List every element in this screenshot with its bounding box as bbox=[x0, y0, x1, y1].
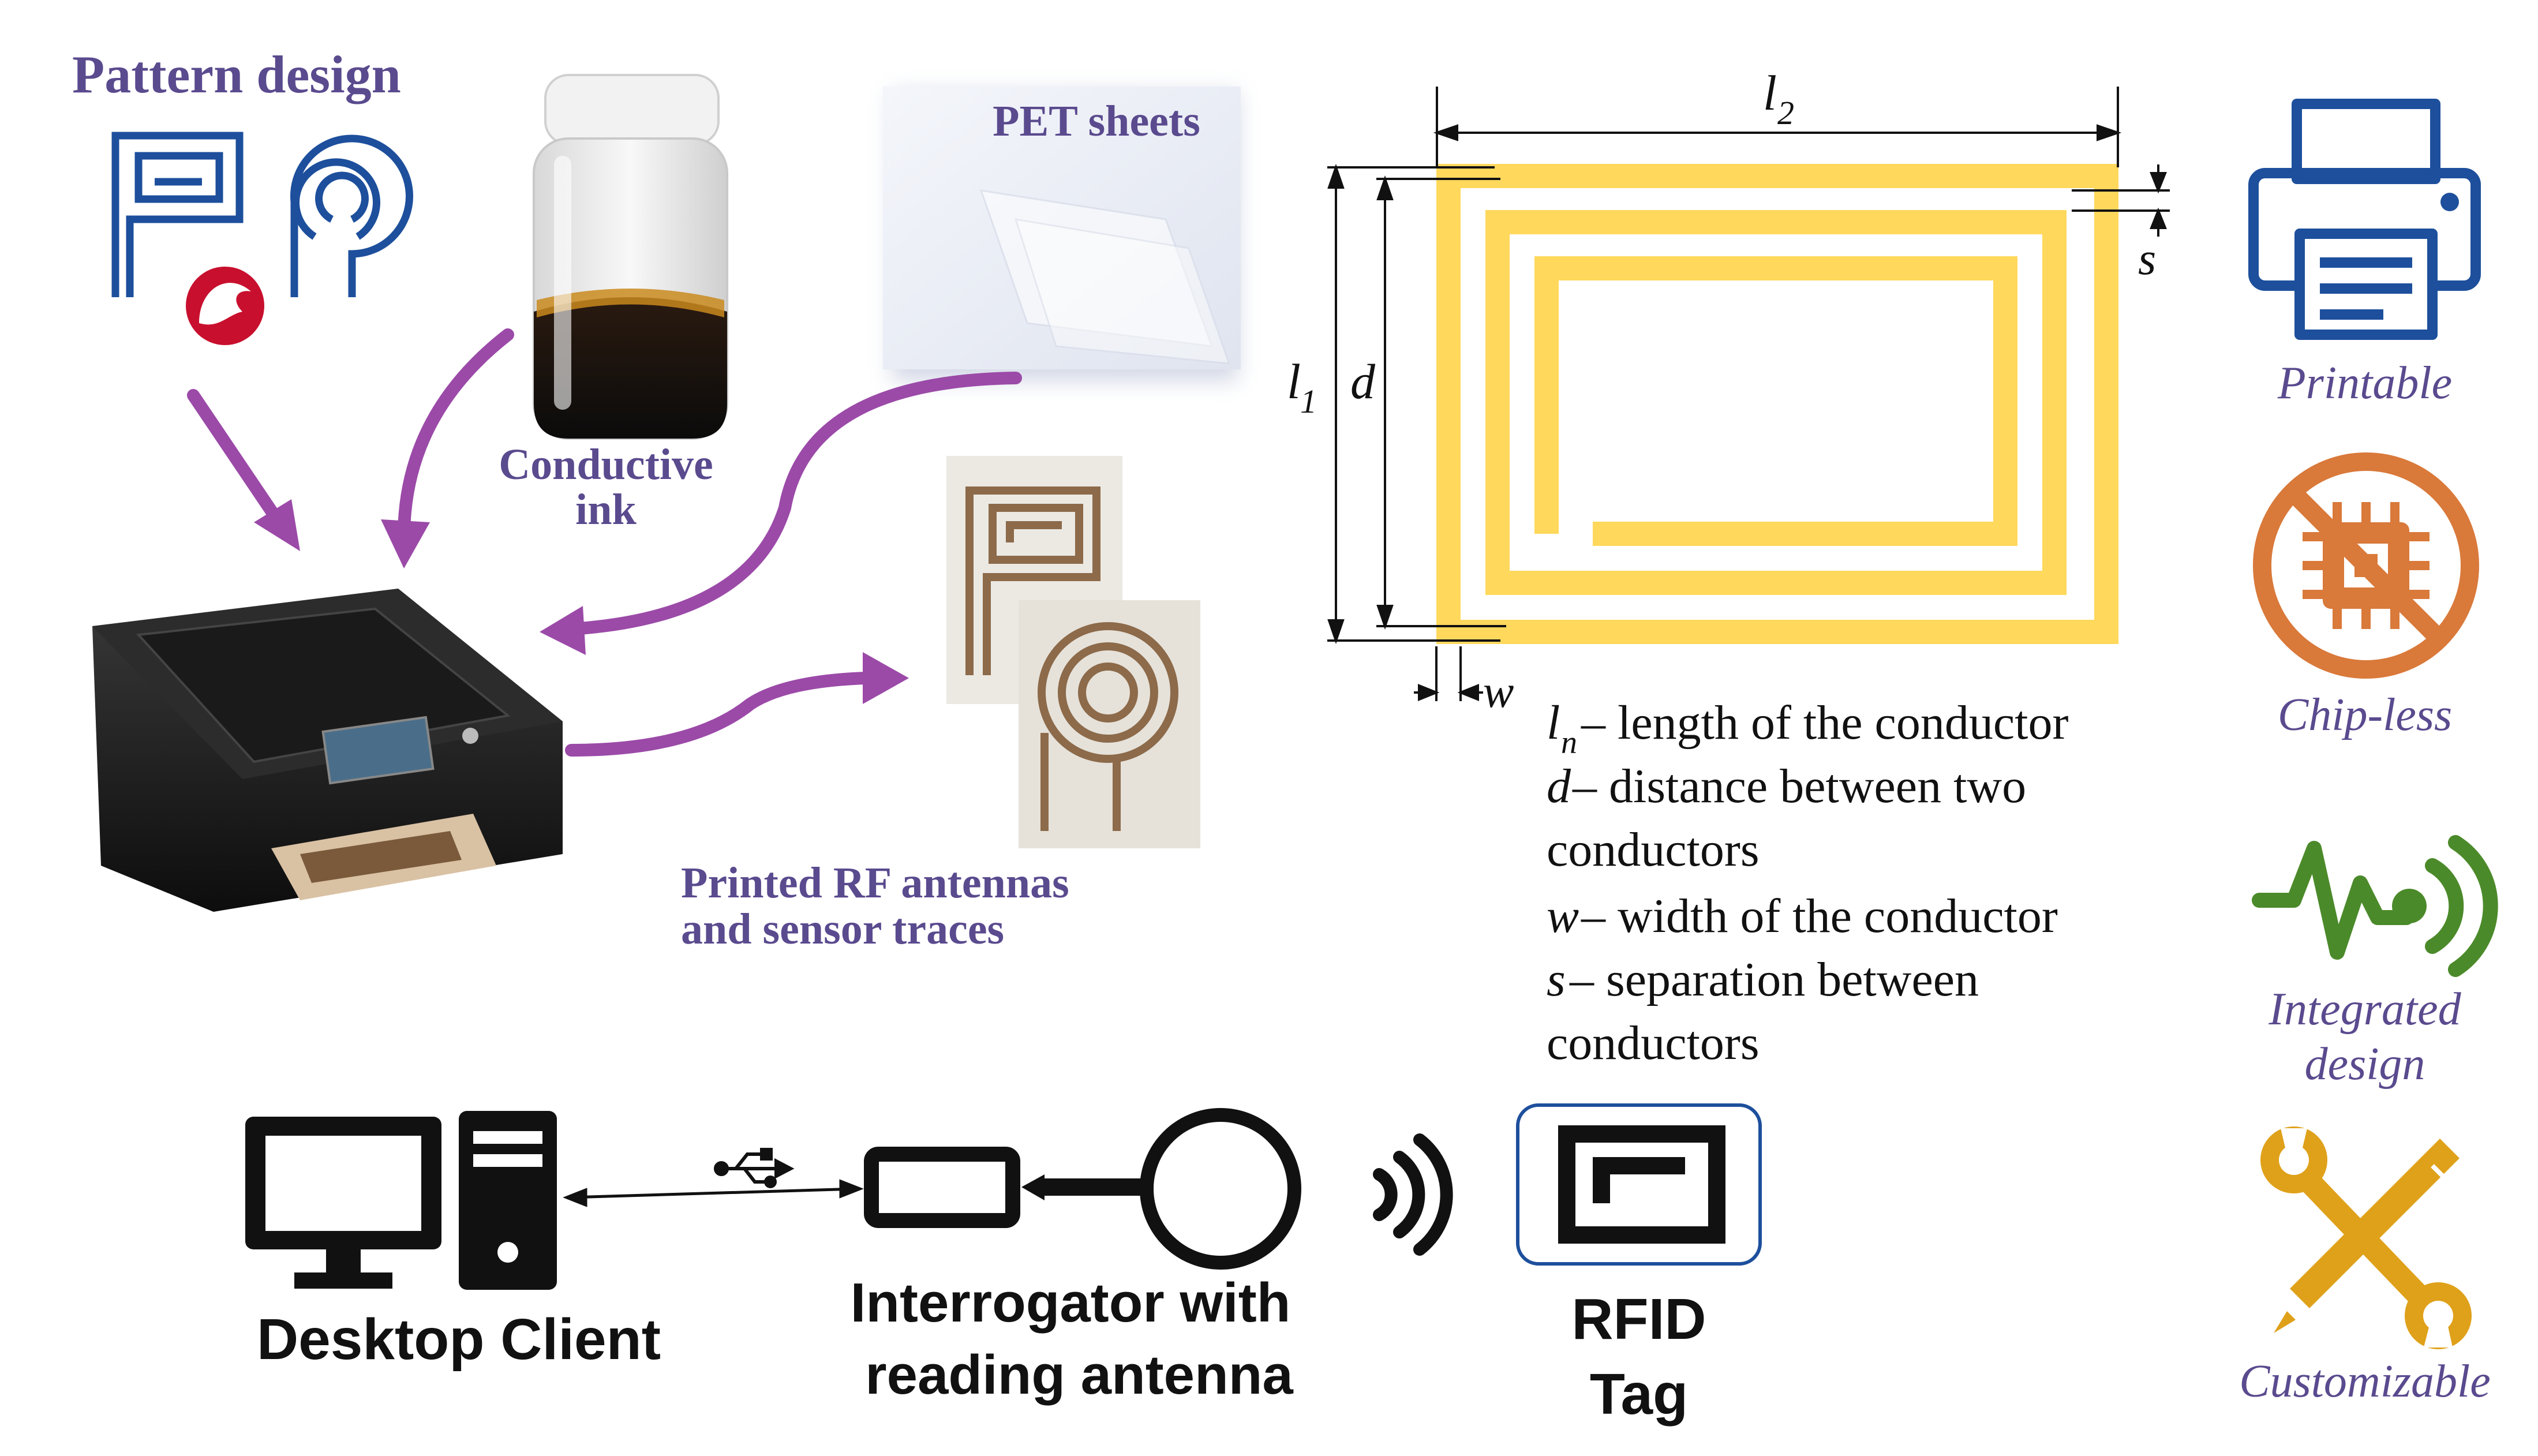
legend-d-text: – distance between two bbox=[1572, 759, 2026, 813]
pet-sheets-image bbox=[883, 87, 1241, 381]
crossed-chip-icon bbox=[2253, 452, 2479, 679]
antenna-geometry-diagram: l 2 l 1 d s w bbox=[1287, 65, 2170, 717]
usb-icon bbox=[714, 1148, 795, 1188]
arrow-printer-to-output bbox=[565, 672, 872, 757]
rfid-tag-icon bbox=[1516, 1103, 1762, 1266]
printed-output-label-line1: Printed RF antennas bbox=[681, 859, 1069, 907]
interrogator-device-icon bbox=[864, 1108, 1301, 1270]
pet-sheets-label: PET sheets bbox=[993, 97, 1200, 145]
integrated-signal-icon bbox=[2252, 835, 2498, 977]
arrow-design-to-printer bbox=[187, 389, 283, 526]
square-spiral-antenna bbox=[1436, 164, 2118, 644]
w-symbol: w bbox=[1483, 667, 1514, 717]
wireless-waves-icon bbox=[1373, 1133, 1453, 1256]
legend-ln-subscript: n bbox=[1561, 725, 1577, 761]
design-software-logo-icon bbox=[186, 267, 264, 345]
legend-s-text: – separation between bbox=[1569, 953, 1979, 1006]
l1-subscript: 1 bbox=[1300, 383, 1317, 420]
pattern-design-group: Pattern design bbox=[72, 45, 413, 345]
l2-subscript: 2 bbox=[1777, 94, 1794, 132]
feature-printable: Printable bbox=[2277, 358, 2452, 409]
legend-ln-text: – length of the conductor bbox=[1581, 696, 2068, 750]
s-symbol: s bbox=[2138, 234, 2156, 285]
printer-icon-dot bbox=[2440, 193, 2459, 211]
legend-ln-symbol: l bbox=[1547, 696, 1560, 750]
interrogator-label-line2: reading antenna bbox=[865, 1344, 1293, 1406]
conductive-ink-label-line1: Conductive bbox=[499, 440, 713, 489]
conductive-ink-jar bbox=[533, 74, 728, 440]
symbol-legend: l n – length of the conductor d – distan… bbox=[1547, 696, 2068, 1070]
printed-antennas-image bbox=[946, 456, 1200, 848]
legend-d-text-cont: conductors bbox=[1547, 823, 1760, 877]
dimension-lines bbox=[1327, 87, 2170, 701]
feature-integrated-line1: Integrated bbox=[2268, 984, 2461, 1035]
l1-symbol: l bbox=[1287, 354, 1301, 409]
printed-output-label-line2: and sensor traces bbox=[681, 905, 1004, 953]
arrow-heads bbox=[254, 499, 909, 704]
rfid-tag-label-line2: Tag bbox=[1590, 1362, 1688, 1427]
d-symbol: d bbox=[1350, 354, 1376, 409]
legend-d-symbol: d bbox=[1547, 759, 1571, 813]
integrated-signal-dot bbox=[2392, 889, 2427, 923]
feature-chipless: Chip-less bbox=[2278, 690, 2452, 740]
desktop-computer-icon bbox=[245, 1111, 557, 1290]
circle-pattern-icon bbox=[290, 134, 413, 297]
arrow-ink-to-printer bbox=[398, 328, 514, 543]
legend-s-text-cont: conductors bbox=[1547, 1016, 1760, 1070]
pattern-design-label: Pattern design bbox=[72, 45, 401, 104]
inkjet-printer-image bbox=[92, 589, 563, 912]
square-pattern-icon bbox=[111, 132, 244, 297]
desktop-client-label: Desktop Client bbox=[257, 1307, 661, 1372]
usb-connection bbox=[563, 1179, 864, 1207]
arrow-pet-to-printer bbox=[565, 372, 1022, 635]
conductive-ink-label-line2: ink bbox=[575, 485, 637, 534]
feature-integrated-line2: design bbox=[2305, 1039, 2425, 1090]
feature-customizable: Customizable bbox=[2239, 1356, 2491, 1407]
printer-icon bbox=[2248, 99, 2481, 340]
l2-symbol: l bbox=[1763, 65, 1777, 121]
legend-s-symbol: s bbox=[1547, 953, 1566, 1006]
flow-arrows bbox=[187, 328, 1022, 757]
tools-icon bbox=[2260, 1126, 2472, 1349]
legend-w-text: – width of the conductor bbox=[1581, 889, 2058, 943]
rfid-tag-label-line1: RFID bbox=[1571, 1287, 1706, 1352]
legend-w-symbol: w bbox=[1547, 889, 1579, 943]
interrogator-label-line1: Interrogator with bbox=[851, 1272, 1291, 1334]
